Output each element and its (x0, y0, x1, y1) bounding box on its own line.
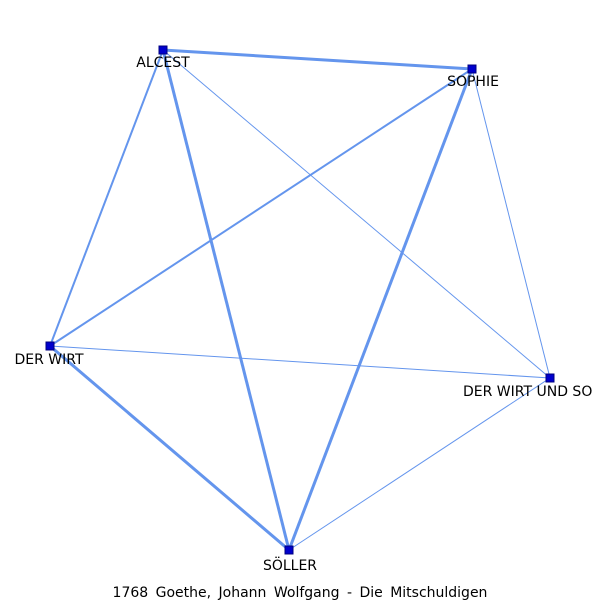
node-label-der-wirt-und-so: DER WIRT UND SO (463, 384, 592, 400)
edge-sophie-der-wirt (49, 68, 473, 347)
node-label-soller: SÖLLER (263, 556, 317, 574)
nodes-layer (45, 45, 555, 555)
edge-alcest-der-wirt (49, 49, 164, 347)
node-der-wirt[interactable] (45, 341, 55, 351)
edges-layer (49, 48, 551, 552)
edge-sophie-soller (287, 68, 474, 551)
edge-der-wirt-soller (49, 344, 290, 552)
edge-alcest-sophie (162, 48, 473, 71)
node-sophie[interactable] (467, 64, 477, 74)
node-label-sophie: SOPHIE (447, 74, 499, 90)
edge-der-wirt-und-so-soller (288, 377, 551, 551)
node-alcest[interactable] (158, 45, 168, 55)
labels-layer: ALCEST SOPHIE DER WIRT DER WIRT UND SO SÖLLE… (14, 55, 592, 574)
node-der-wirt-und-so[interactable] (545, 373, 555, 383)
node-soller[interactable] (284, 545, 294, 555)
node-label-der-wirt: DER WIRT (14, 352, 83, 368)
graph-caption: 1768 Goethe, Johann Wolfgang - Die Mitsc… (113, 585, 488, 600)
edge-der-wirt-der-wirt-und-so (49, 345, 551, 379)
edge-alcest-soller (161, 49, 291, 551)
edge-sophie-der-wirt-und-so (471, 68, 551, 379)
node-label-alcest: ALCEST (136, 55, 190, 71)
edge-alcest-der-wirt-und-so (162, 49, 551, 379)
